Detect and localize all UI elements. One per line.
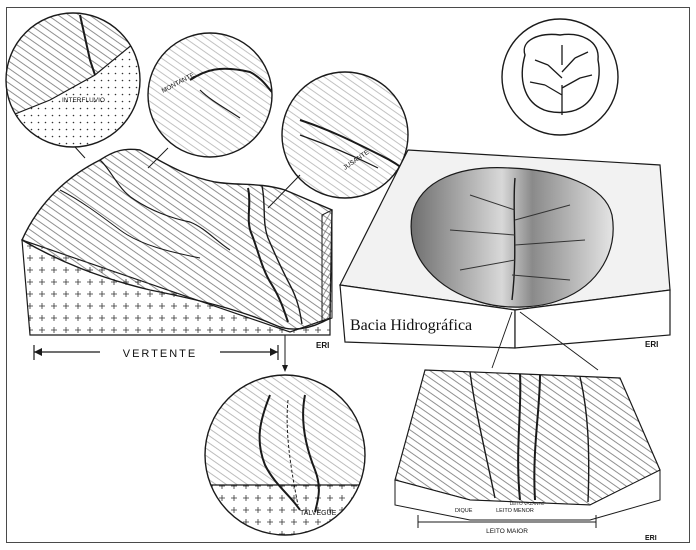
drainage-basin-block: Bacia Hidrográfica ERI — [340, 150, 670, 370]
eri-signature: ERI — [316, 341, 329, 350]
interfluvio-label: INTERFLUVIO — [62, 97, 105, 104]
drainage-network-circle — [502, 19, 618, 135]
leito-menor-label: LEITO MENOR — [496, 508, 534, 514]
river-bed-block: LEITO MAIOR LEITO MENOR LEITO VAZANTE DI… — [395, 370, 660, 542]
talvegue-label: TALVEGUE — [300, 510, 337, 517]
interfluvio-detail-circle: INTERFLUVIO — [0, 0, 160, 160]
basin-title: Bacia Hidrográfica — [350, 317, 472, 334]
vertente-label: VERTENTE — [123, 348, 197, 360]
hillslope-block-diagram: VERTENTE ERI — [22, 149, 332, 360]
eri-signature-basin: ERI — [645, 340, 658, 349]
montante-detail-circle: MONTANTE — [140, 30, 280, 170]
leito-vazante-label: LEITO VAZANTE — [510, 501, 545, 506]
eri-signature-leito: ERI — [645, 535, 657, 542]
leito-maior-label: LEITO MAIOR — [486, 528, 528, 535]
dique-label: DIQUE — [455, 508, 473, 514]
talvegue-detail-circle: TALVEGUE — [200, 335, 370, 545]
